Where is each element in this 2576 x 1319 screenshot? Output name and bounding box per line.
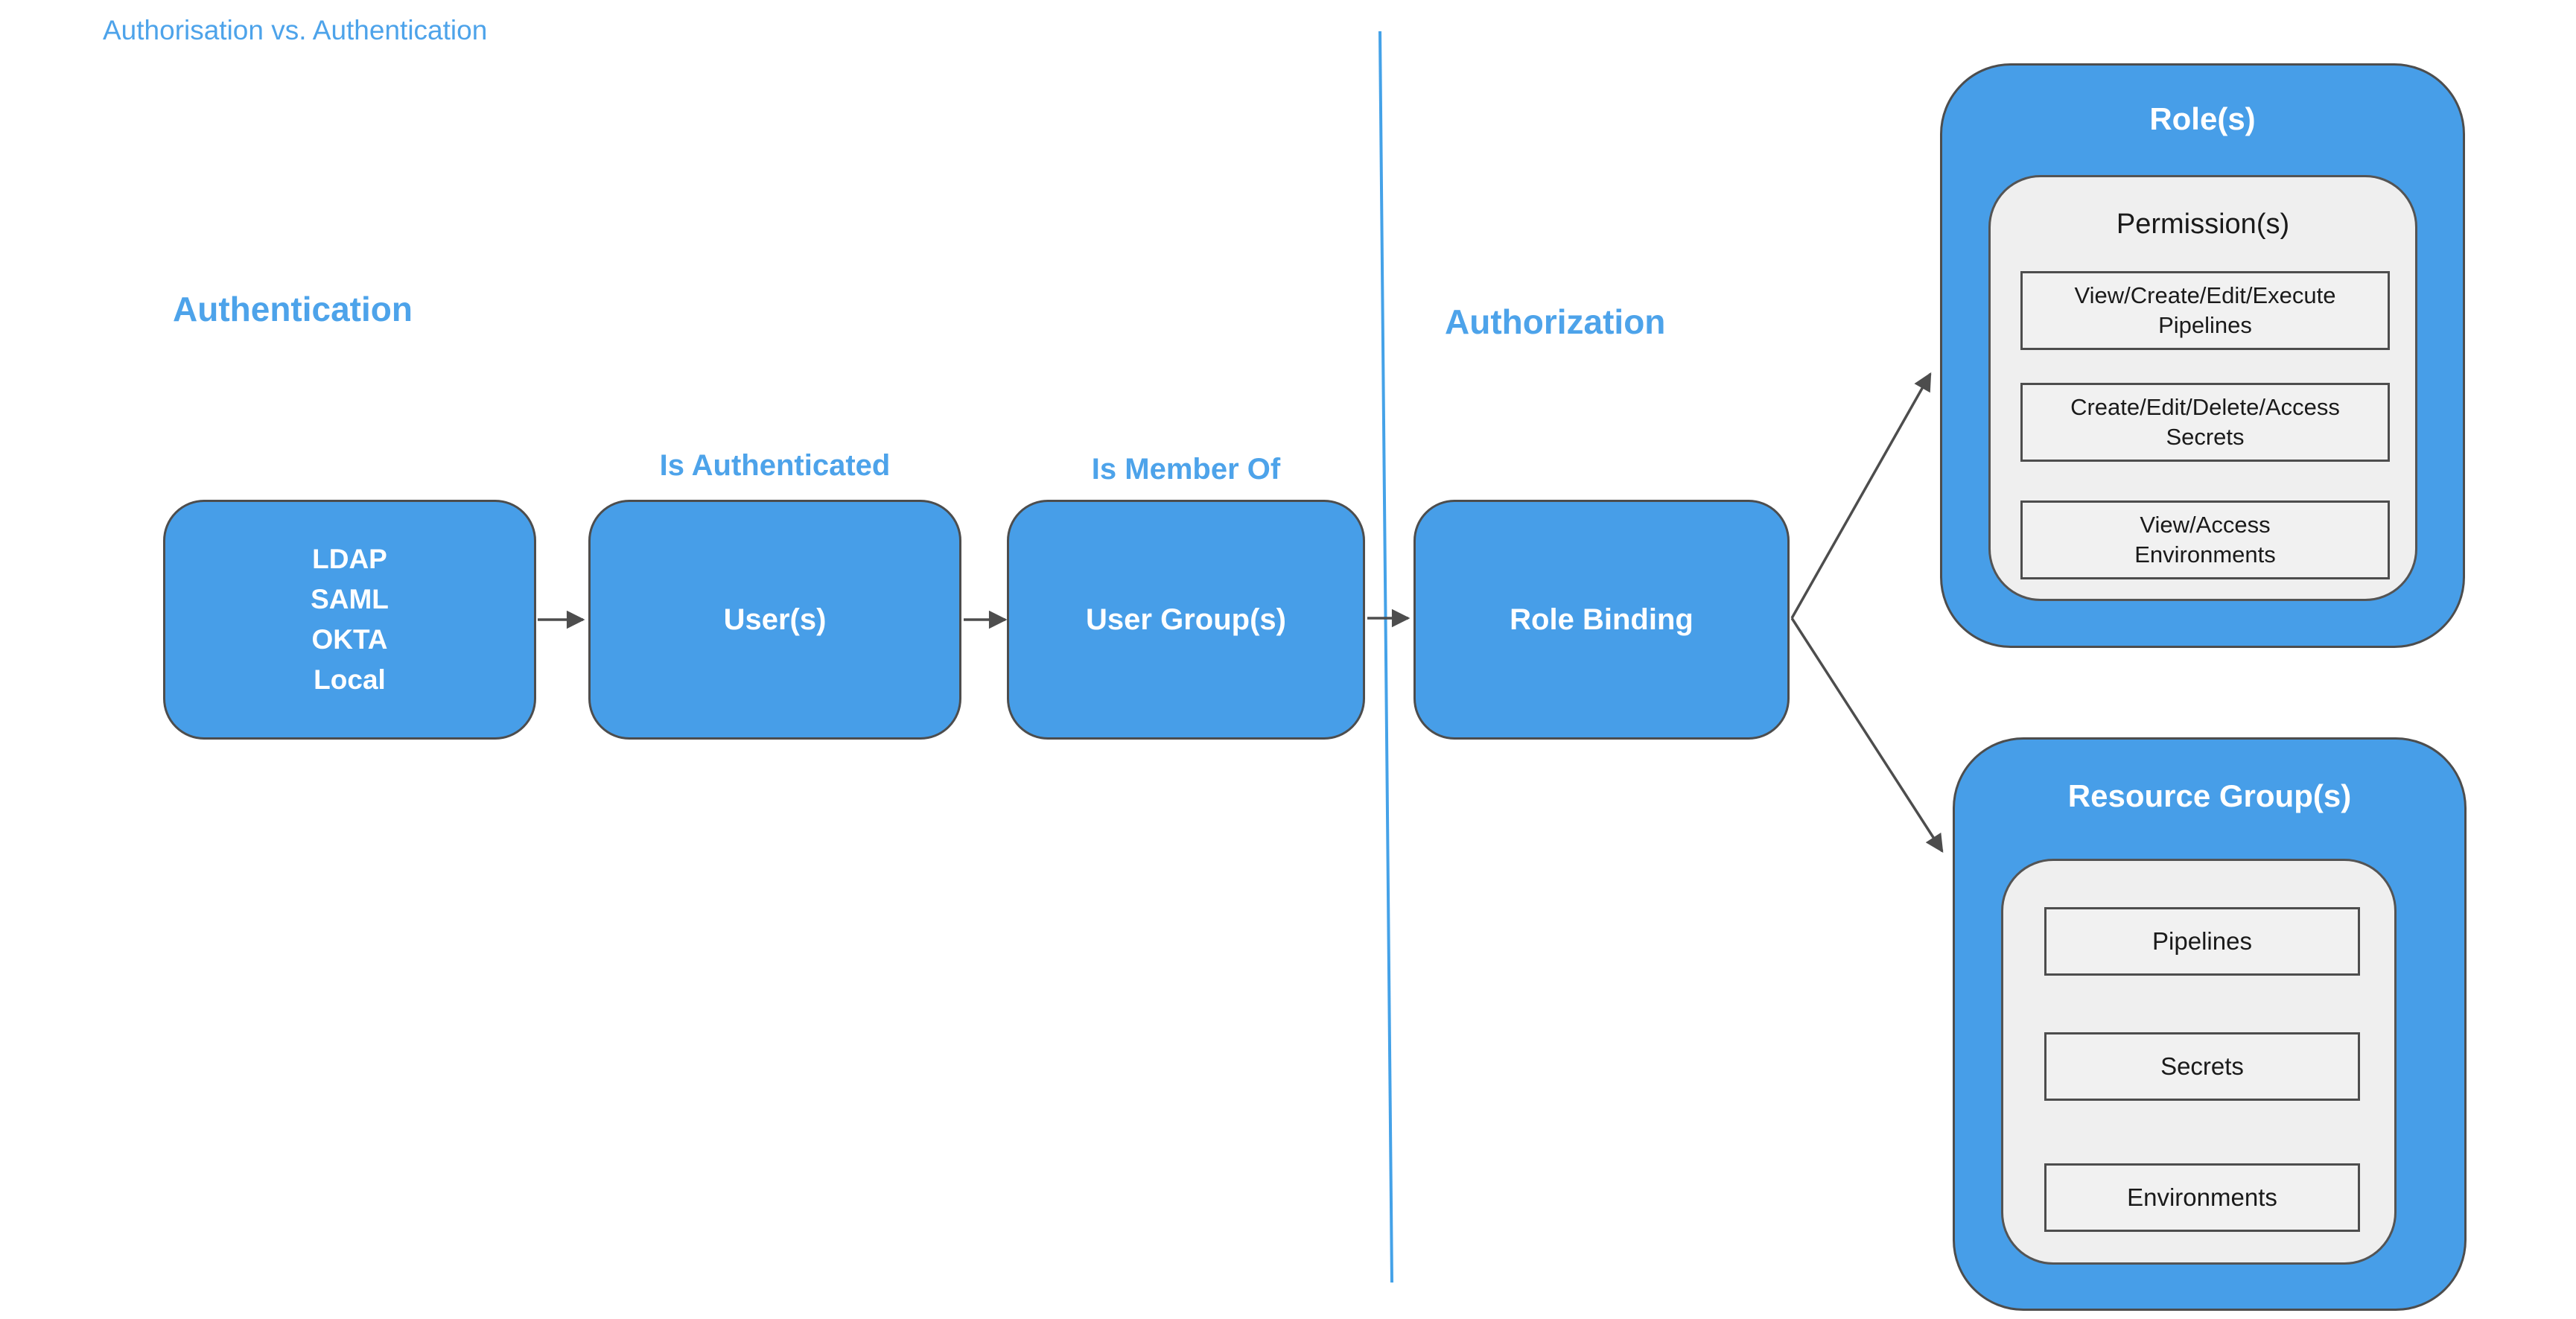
resource-box-pipelines: Pipelines (2044, 907, 2360, 976)
idp-line-ldap: LDAP (312, 544, 387, 574)
idp-line-okta: OKTA (311, 624, 388, 655)
permission-box-pipelines: View/Create/Edit/Execute Pipelines (2020, 271, 2390, 350)
node-user-groups-label: User Group(s) (1086, 603, 1286, 636)
container-resource-groups-label: Resource Group(s) (2067, 778, 2352, 813)
section-divider-line (1378, 31, 1393, 1283)
container-roles-label: Role(s) (2149, 101, 2256, 136)
arrow-role-binding-to-resource-groups (1790, 617, 1944, 854)
page-title: Authorisation vs. Authentication (103, 15, 488, 45)
permission-box-environments: View/Access Environments (2020, 500, 2390, 579)
container-roles: Role(s) Permission(s) View/Create/Edit/E… (1940, 63, 2465, 648)
resource-box-environments: Environments (2044, 1163, 2360, 1232)
section-heading-authorization: Authorization (1445, 302, 1666, 341)
node-role-binding-label: Role Binding (1510, 603, 1694, 636)
container-resource-groups: Resource Group(s) Pipelines Secrets Envi… (1953, 737, 2467, 1311)
resource-box-secrets: Secrets (2044, 1032, 2360, 1101)
edge-label-is-member-of: Is Member Of (1091, 453, 1281, 486)
node-users: User(s) (588, 500, 961, 740)
panel-resources: Pipelines Secrets Environments (2001, 859, 2397, 1265)
idp-line-saml: SAML (311, 584, 389, 614)
arrow-role-binding-to-roles (1790, 372, 1932, 619)
node-users-label: User(s) (723, 603, 827, 636)
node-role-binding: Role Binding (1413, 500, 1790, 740)
section-heading-authentication: Authentication (173, 290, 413, 328)
node-identity-providers: LDAP SAML OKTA Local (163, 500, 536, 740)
node-user-groups: User Group(s) (1007, 500, 1365, 740)
panel-permissions: Permission(s) View/Create/Edit/Execute P… (1988, 175, 2417, 601)
idp-line-local: Local (314, 664, 386, 695)
edge-label-is-authenticated: Is Authenticated (659, 449, 891, 482)
panel-permissions-heading: Permission(s) (2116, 209, 2290, 240)
permission-box-secrets: Create/Edit/Delete/Access Secrets (2020, 383, 2390, 462)
